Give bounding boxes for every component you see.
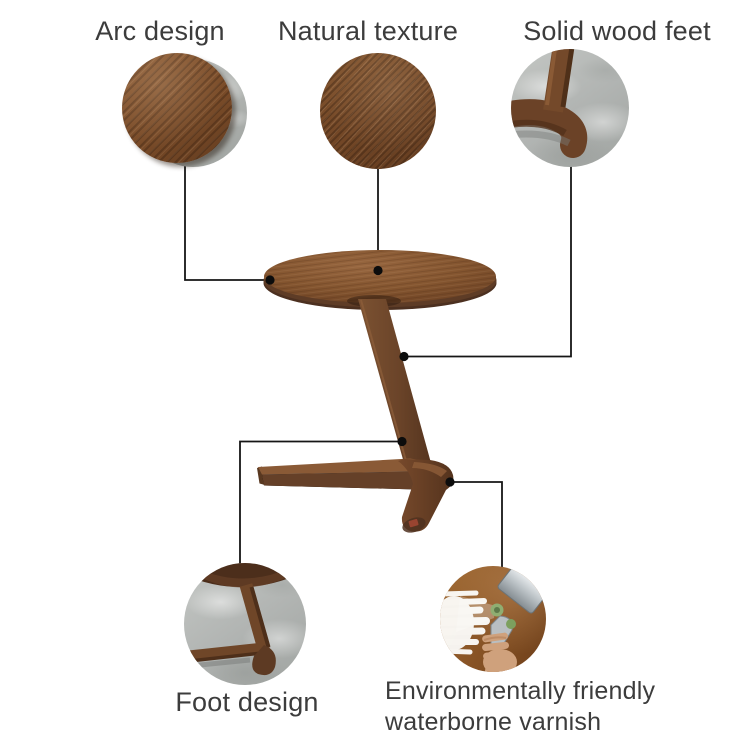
feature-image-foot-design xyxy=(184,563,306,685)
callout-line-arc-design xyxy=(184,156,268,281)
hand-shade xyxy=(483,636,507,641)
foot-arm-shade xyxy=(184,651,263,664)
callout-lines xyxy=(184,156,572,571)
spray-nozzle-tip xyxy=(494,607,500,613)
dot-solid-wood-feet xyxy=(399,351,409,362)
dot-foot-design xyxy=(397,436,407,447)
floor-shadow xyxy=(511,130,571,147)
front-foot-shape xyxy=(252,645,276,676)
dot-varnish xyxy=(445,477,455,487)
leg-edge-shade xyxy=(249,586,271,648)
feature-label-varnish: Environmentally friendly waterborne varn… xyxy=(385,676,655,738)
paint-streaks xyxy=(440,590,490,655)
foot-arm-shade xyxy=(511,119,567,137)
feature-image-natural-texture xyxy=(320,53,436,169)
foot-arm-shape xyxy=(184,642,265,663)
dot-arc-design xyxy=(265,275,275,285)
wood-foot-corner-photo xyxy=(511,49,588,158)
front-foot xyxy=(398,459,454,532)
callout-line-foot-design xyxy=(239,440,402,568)
feature-label-foot-design: Foot design xyxy=(175,687,319,717)
varnish-caption-line1: Environmentally friendly xyxy=(385,677,656,705)
table-leg xyxy=(358,299,431,463)
feature-label-solid-wood-feet: Solid wood feet xyxy=(523,16,711,46)
callout-line-solid-wood-feet xyxy=(406,156,572,358)
feature-label-arc-design: Arc design xyxy=(95,16,225,46)
table-leg-highlight xyxy=(360,299,407,462)
feature-image-varnish xyxy=(440,566,546,672)
front-foot-top-highlight xyxy=(412,462,447,477)
varnish-caption-line2: waterborne varnish xyxy=(385,708,602,736)
foot-arm-shape xyxy=(511,99,588,158)
callout-line-varnish xyxy=(450,481,503,571)
gun-knob xyxy=(506,619,516,629)
wedge-highlight xyxy=(204,569,288,588)
floor-shadow xyxy=(184,657,251,670)
leg-highlight xyxy=(545,49,557,106)
leg-shape xyxy=(239,583,271,651)
tabletop-grain xyxy=(264,250,496,303)
spray-gun-canister xyxy=(497,566,546,614)
feature-label-natural-texture: Natural texture xyxy=(277,16,459,46)
side-table-illustration xyxy=(257,250,497,533)
leg-shape xyxy=(543,49,573,113)
foot-arm-endcap xyxy=(257,466,265,485)
feature-image-arc-design xyxy=(118,48,252,172)
foot-label-tag xyxy=(408,518,419,528)
feature-image-solid-wood-feet xyxy=(511,49,629,167)
dot-natural-texture xyxy=(373,265,383,276)
foot-arm-front xyxy=(262,471,441,490)
callout-dots xyxy=(265,265,455,487)
foot-arm-top xyxy=(258,458,444,475)
spray-varnish-photo xyxy=(440,566,546,672)
leg-edge-shade xyxy=(560,49,575,108)
tabletop-arc-photo xyxy=(122,53,232,163)
foot-design-photo xyxy=(184,563,306,676)
